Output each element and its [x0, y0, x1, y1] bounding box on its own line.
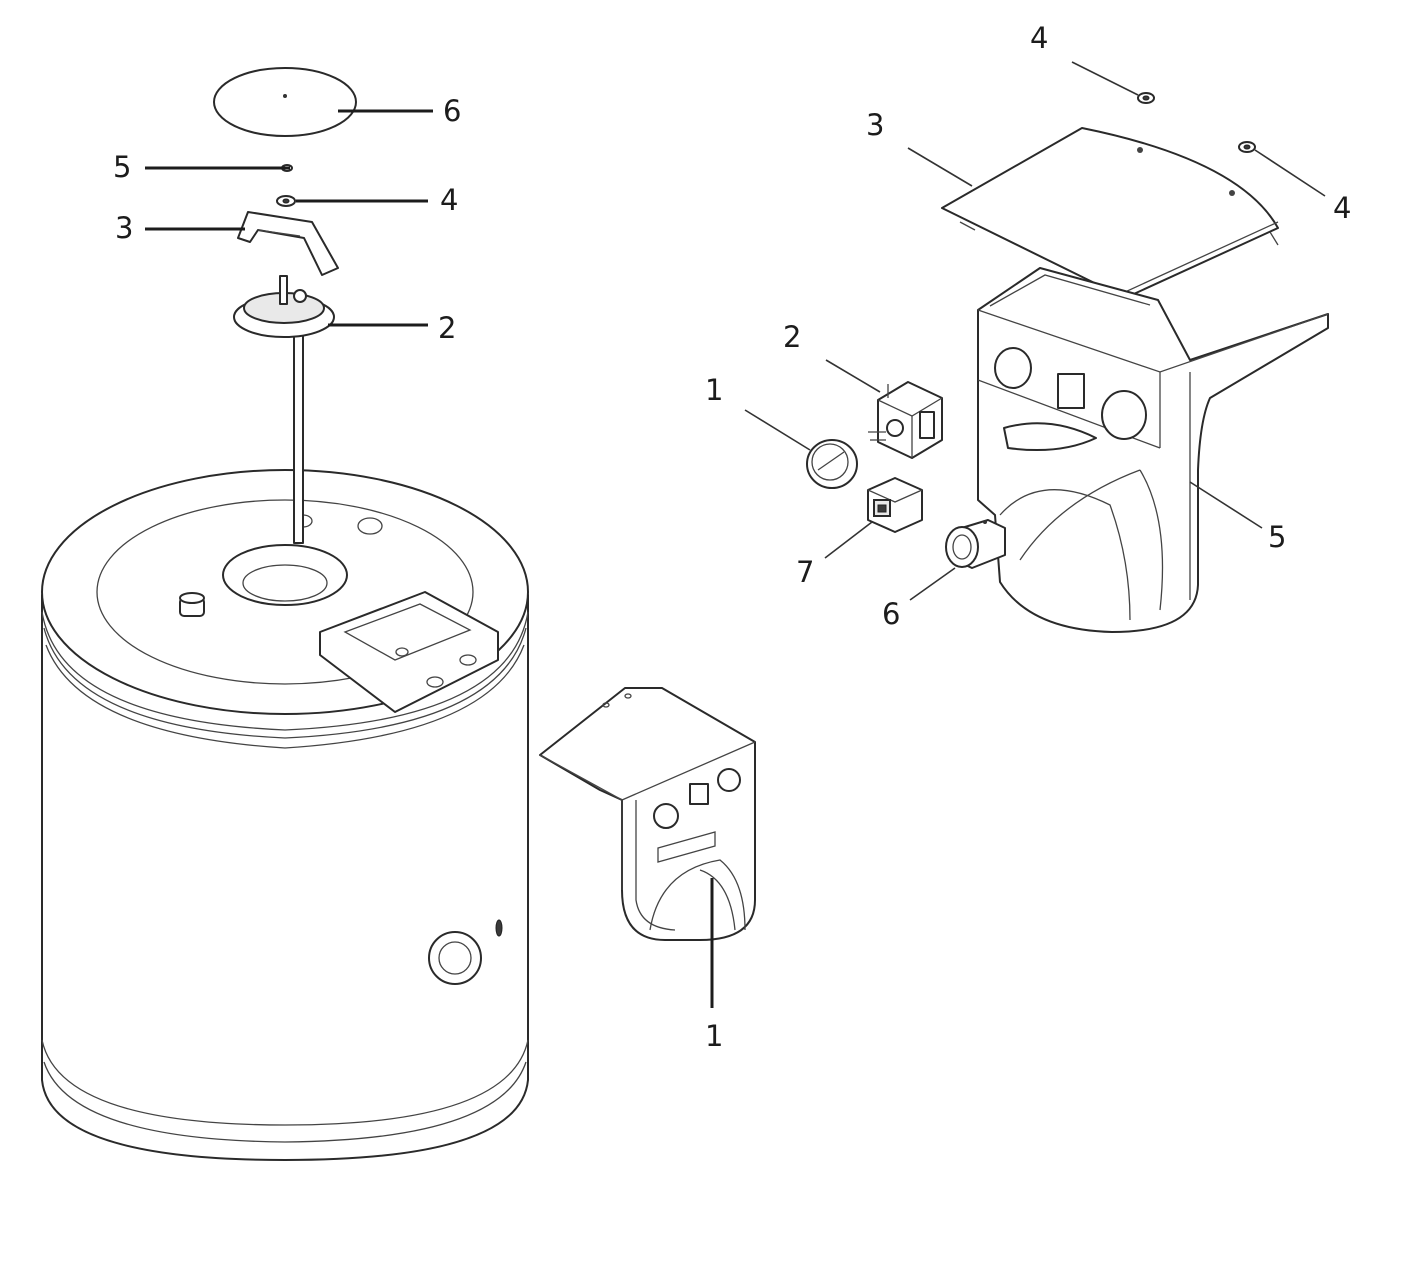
left-leader-lines: [145, 109, 714, 1008]
right-thermostat-switch: [868, 381, 943, 459]
callout-left-5: 5: [113, 150, 131, 184]
leader-right-7: [824, 521, 873, 559]
left-callouts: 6 5 4 3 2 1: [113, 94, 723, 1053]
left-disc-cover: [213, 67, 357, 137]
leader-right-5: [1189, 481, 1263, 529]
callout-right-4-top: 4: [1030, 21, 1048, 55]
water-tank-cylinder: [41, 469, 529, 1161]
leader-right-6: [909, 567, 956, 601]
callout-right-4-side: 4: [1333, 191, 1351, 225]
callout-right-6: 6: [882, 597, 900, 631]
callout-right-1: 1: [705, 373, 723, 407]
callout-right-3: 3: [866, 108, 884, 142]
right-leader-lines: [744, 61, 1326, 601]
callout-right-7: 7: [796, 555, 814, 589]
callout-left-4: 4: [440, 183, 458, 217]
callout-right-5: 5: [1268, 520, 1286, 554]
left-clamp-bracket: [237, 211, 339, 276]
right-callouts: 4 3 4 2 1 5 7 6: [705, 21, 1351, 631]
callout-left-3: 3: [115, 211, 133, 245]
left-control-housing: [539, 687, 756, 941]
callout-left-1: 1: [705, 1019, 723, 1053]
leader-right-3: [907, 147, 973, 187]
left-thermostat-probe: [233, 275, 335, 544]
right-indicator-lamp: [945, 519, 1006, 569]
callout-left-2: 2: [438, 311, 456, 345]
right-control-knob: [806, 439, 858, 489]
right-washer-side: [1238, 141, 1256, 153]
leader-right-1: [744, 409, 811, 451]
right-control-housing: [977, 267, 1329, 633]
callout-left-6: 6: [443, 94, 461, 128]
callout-right-2: 2: [783, 320, 801, 354]
leader-right-4-top: [1071, 61, 1139, 96]
leader-right-2: [825, 359, 881, 393]
right-cover-plate: [941, 127, 1279, 299]
right-washer-top: [1137, 92, 1155, 104]
leader-right-4-side: [1254, 149, 1326, 197]
left-washer: [276, 195, 296, 207]
right-rocker-switch: [867, 477, 923, 533]
